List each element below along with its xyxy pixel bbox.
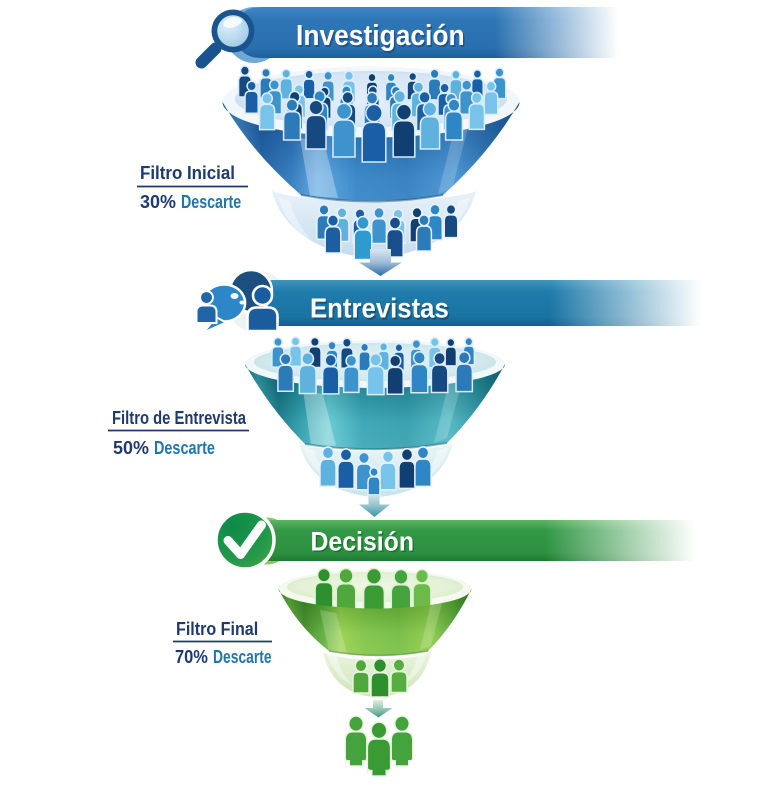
svg-text:Descarte: Descarte (154, 437, 215, 458)
svg-text:70%: 70% (175, 646, 208, 667)
svg-text:Decisión: Decisión (311, 528, 415, 557)
svg-text:Filtro Inicial: Filtro Inicial (140, 162, 235, 183)
svg-text:Entrevistas: Entrevistas (312, 294, 451, 325)
svg-text:30%: 30% (140, 192, 176, 212)
svg-text:Entrevistas: Entrevistas (310, 293, 449, 324)
svg-text:Filtro de Entrevista: Filtro de Entrevista (112, 407, 247, 428)
svg-text:Filtro Final: Filtro Final (176, 618, 258, 639)
svg-text:Decisión: Decisión (312, 529, 416, 558)
svg-text:Investigación: Investigación (296, 19, 465, 51)
svg-text:Investigación: Investigación (298, 21, 467, 53)
svg-text:Descarte: Descarte (213, 647, 272, 667)
svg-text:50%: 50% (113, 438, 149, 458)
svg-text:Descarte: Descarte (181, 192, 241, 212)
